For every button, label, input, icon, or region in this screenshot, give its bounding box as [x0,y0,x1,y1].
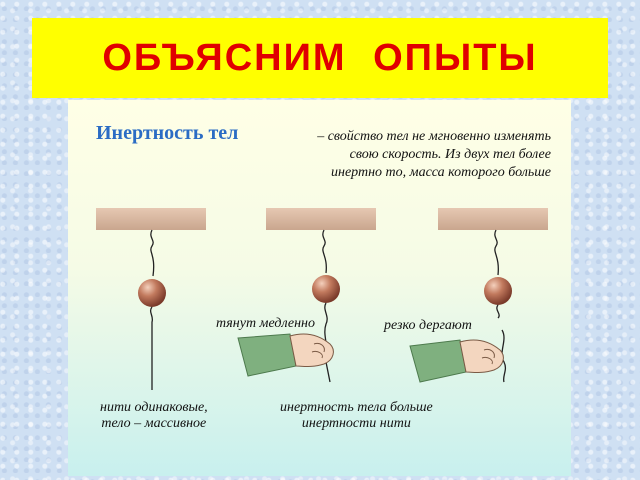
caption-left-line-2: тело – массивное [101,416,207,431]
sleeve-3 [409,339,467,383]
upper-thread-2 [322,229,327,274]
heading: Инертность тел [96,122,239,144]
upper-thread-1 [150,229,155,277]
upper-thread-3 [494,229,499,276]
slide-panel: Инертность тел – свойство тел не мгновен… [68,100,571,476]
definition-text: – свойство тел не мгновенно изменять сво… [261,128,551,182]
title-banner: ОБЪЯСНИМ ОПЫТЫ [32,18,608,98]
hand-3 [459,339,504,373]
sleeve-2 [237,333,297,377]
experiment-2 [237,208,376,383]
definition-line-3: инертно то, масса которого больше [331,165,551,180]
ball-1 [138,279,166,307]
experiment-illustration [96,208,548,390]
hand-2 [289,333,334,367]
label-sharp-jerk: резко дергают [384,318,472,333]
caption-left-line-1: нити одинаковые, [100,400,208,415]
fingers-3 [481,349,495,365]
caption-right-line-2: инертности нити [301,416,411,431]
ball-2 [312,275,340,303]
experiment-1 [96,208,206,390]
caption-right: инертность тела больше инертности нити [280,400,433,432]
definition-line-2: свою скорость. Из двух тел более [349,147,551,162]
beam-2 [266,208,376,230]
label-slow-pull: тянут медленно [216,316,315,331]
lower-thread-1 [149,306,154,390]
ball-3 [484,277,512,305]
page-title: ОБЪЯСНИМ ОПЫТЫ [102,36,538,79]
beam-3 [438,208,548,230]
caption-right-line-1: инертность тела больше [280,400,433,415]
experiment-3 [409,208,548,383]
lower-thread-3a [496,304,500,319]
definition-line-1: – свойство тел не мгновенно изменять [317,129,551,144]
caption-left: нити одинаковые, тело – массивное [100,400,208,432]
fingers-2 [311,343,325,359]
beam-1 [96,208,206,230]
lower-thread-3b [501,329,507,383]
